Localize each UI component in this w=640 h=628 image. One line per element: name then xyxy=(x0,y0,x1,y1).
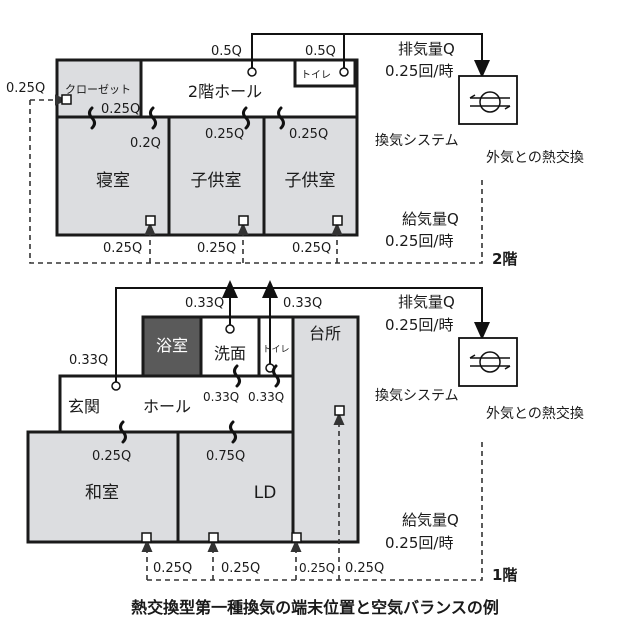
flow-2f-closet-side: 0.25Q xyxy=(6,81,45,96)
ventilation-unit-1f xyxy=(458,337,518,387)
transfer-arrow-wash xyxy=(233,364,241,388)
flow-1f-supply-3: 0.25Q xyxy=(299,561,335,575)
ventilation-unit-2f xyxy=(458,75,518,125)
flow-2f-exhaust-hall: 0.5Q xyxy=(211,44,242,59)
flow-2f-supply-kids2: 0.25Q xyxy=(292,241,331,256)
floor-2-tag: 2階 xyxy=(492,250,517,268)
exhaust-duct-1f xyxy=(115,287,490,383)
room-1f-hall xyxy=(58,374,295,434)
flow-1f-supply-1: 0.25Q xyxy=(153,561,192,576)
label-2f-toilet: トイレ xyxy=(301,70,331,81)
flow-1f-exhaust-hall: 0.33Q xyxy=(69,353,108,368)
transfer-arrow-ld xyxy=(229,420,237,444)
transfer-arrow-bed xyxy=(149,106,157,130)
exhaust-terminal-hall xyxy=(247,67,257,77)
exhaust-terminal-toilet xyxy=(339,67,349,77)
supply-terminal-closet xyxy=(61,94,72,105)
system-2f-supply-rate: 0.25回/時 xyxy=(385,232,453,250)
flow-1f-ld-transfer: 0.75Q xyxy=(206,449,245,464)
transfer-arrow-kids1 xyxy=(242,106,250,130)
label-washroom: 洗面 xyxy=(214,344,246,363)
supply-terminal-3 xyxy=(291,532,302,543)
label-bedroom: 寝室 xyxy=(96,170,130,191)
label-2f-hall: 2階ホール xyxy=(188,82,262,101)
supply-duct-2f xyxy=(29,100,483,264)
flow-1f-wash-transfer: 0.33Q xyxy=(203,390,239,404)
flow-1f-exhaust-toilet: 0.33Q xyxy=(283,296,322,311)
label-ld: LD xyxy=(254,483,277,503)
supply-terminal-kids2 xyxy=(332,215,343,226)
supply-terminal-4 xyxy=(334,405,345,416)
flow-1f-toilet-transfer: 0.33Q xyxy=(248,390,284,404)
diagram-caption: 熱交換型第一種換気の端末位置と空気バランスの例 xyxy=(131,598,499,617)
supply-terminal-1 xyxy=(141,532,152,543)
flow-1f-washitsu-transfer: 0.25Q xyxy=(92,449,131,464)
supply-terminal-2 xyxy=(208,532,219,543)
label-closet: クローゼット xyxy=(65,83,131,96)
supply-terminal-bed xyxy=(145,215,156,226)
flow-2f-exhaust-toilet: 0.5Q xyxy=(305,44,336,59)
system-2f-exchange: 外気との熱交換 xyxy=(486,149,584,166)
label-washitsu: 和室 xyxy=(85,483,119,503)
floor-2-plan: クローゼット 2階ホール トイレ 寝室 子供室 子供室 0.5Q 0.5Q 0.… xyxy=(6,33,584,268)
exhaust-terminal-1f-hall xyxy=(111,381,121,391)
floor-1-plan: 浴室 洗面 トイレ 台所 玄関 ホール 和室 LD 0.33Q 0.33Q 0.… xyxy=(26,280,584,584)
system-2f-exhaust-label: 排気量Q xyxy=(398,40,455,58)
transfer-arrow-closet xyxy=(88,106,96,130)
label-1f-toilet: トイレ xyxy=(262,345,289,355)
flow-2f-bed-transfer: 0.2Q xyxy=(130,136,161,151)
flow-2f-supply-bed: 0.25Q xyxy=(103,241,142,256)
room-bath xyxy=(141,315,203,378)
system-2f-exhaust-rate: 0.25回/時 xyxy=(385,62,453,80)
label-bath: 浴室 xyxy=(156,336,188,355)
flow-1f-supply-2: 0.25Q xyxy=(221,561,260,576)
label-kids-2: 子供室 xyxy=(285,171,336,191)
floor-1-tag: 1階 xyxy=(492,566,517,584)
exhaust-terminal-wash xyxy=(225,324,235,334)
system-1f-exhaust-label: 排気量Q xyxy=(398,293,455,311)
transfer-arrow-1f-toilet xyxy=(272,364,280,388)
system-2f-supply-label: 給気量Q xyxy=(402,210,459,228)
exhaust-duct-2f xyxy=(251,33,490,78)
system-1f-supply-label: 給気量Q xyxy=(402,511,459,529)
supply-duct-1f xyxy=(147,440,483,581)
flow-1f-supply-4: 0.25Q xyxy=(345,561,384,576)
system-1f-name: 換気システム xyxy=(375,388,459,404)
flow-2f-closet-transfer: 0.25Q xyxy=(101,102,140,117)
flow-2f-supply-kids1: 0.25Q xyxy=(197,241,236,256)
transfer-arrow-washitsu xyxy=(119,420,127,444)
system-2f-name: 換気システム xyxy=(375,133,459,149)
system-1f-supply-rate: 0.25回/時 xyxy=(385,534,453,552)
system-1f-exchange: 外気との熱交換 xyxy=(486,405,584,422)
room-kitchen xyxy=(291,315,360,544)
transfer-arrow-kids2 xyxy=(277,106,285,130)
label-kitchen: 台所 xyxy=(309,324,341,343)
flow-1f-exhaust-wash: 0.33Q xyxy=(185,296,224,311)
flow-2f-kids2-transfer: 0.25Q xyxy=(289,127,328,142)
supply-terminal-kids1 xyxy=(238,215,249,226)
label-kids-1: 子供室 xyxy=(191,171,242,191)
system-1f-exhaust-rate: 0.25回/時 xyxy=(385,316,453,334)
flow-2f-kids1-transfer: 0.25Q xyxy=(205,127,244,142)
label-entrance: 玄関 xyxy=(68,397,100,416)
label-1f-hall: ホール xyxy=(143,397,191,416)
